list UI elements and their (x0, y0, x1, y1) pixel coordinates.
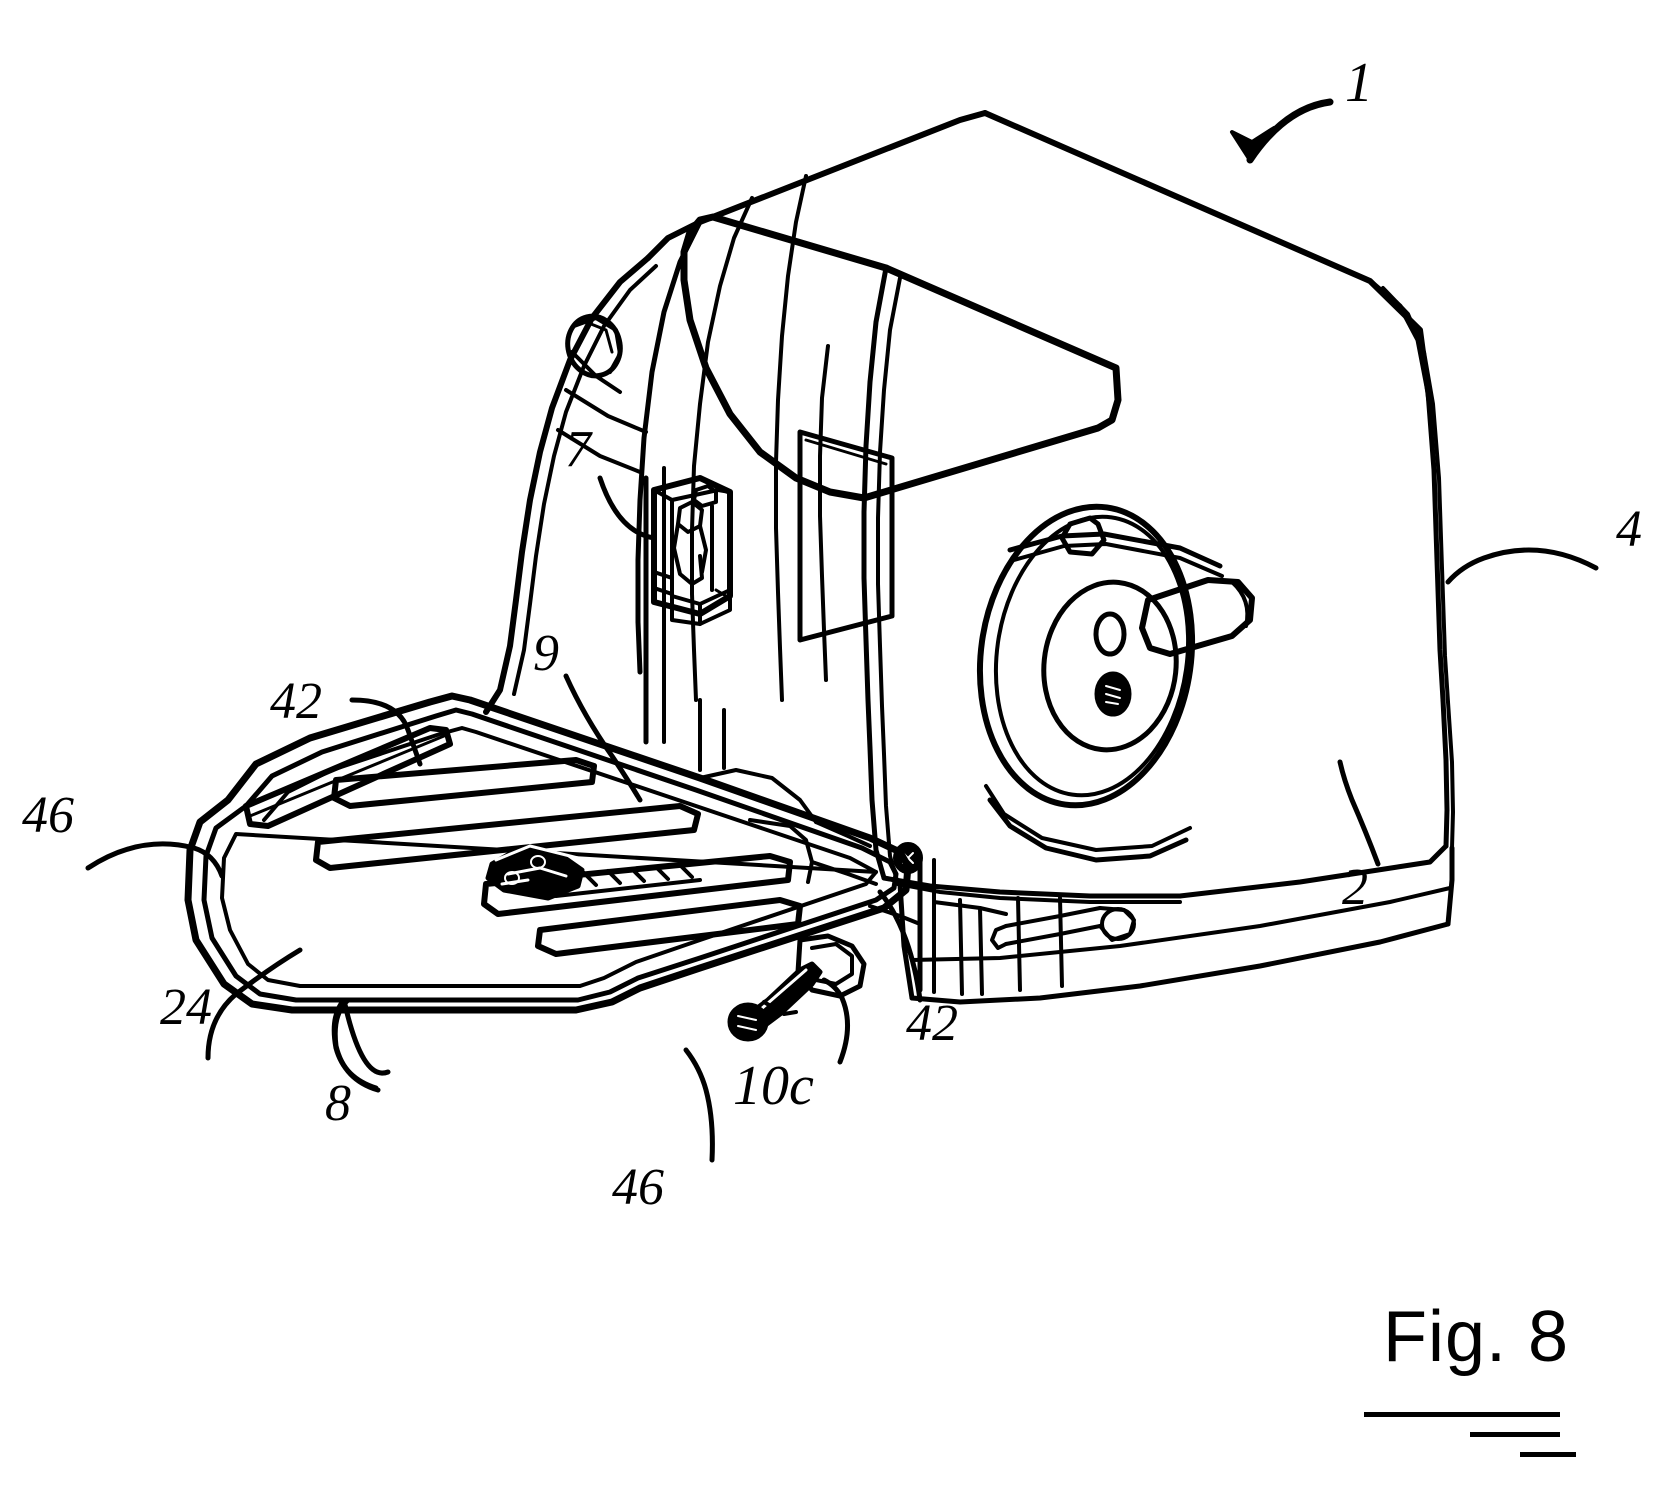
specimen-head (643, 466, 733, 772)
leader-lines (85, 98, 1599, 1163)
reference-label-1: 1 (1345, 52, 1373, 114)
lock-lever (727, 961, 823, 1042)
figure-caption-double-underline-lower (1520, 1452, 1576, 1457)
housing-hood (483, 110, 1455, 899)
handwheel (976, 503, 1255, 863)
reference-label-46-bottom: 46 (612, 1159, 664, 1216)
reference-label-4: 4 (1616, 501, 1642, 558)
figure-caption-underline (1364, 1412, 1560, 1417)
reference-label-9: 9 (533, 625, 559, 682)
reference-label-10c: 10c (733, 1055, 814, 1117)
reference-label-2: 2 (1342, 859, 1368, 916)
reference-label-8: 8 (325, 1075, 351, 1132)
reference-label-24: 24 (160, 979, 212, 1036)
front-tray (184, 692, 912, 1014)
tray-clamp-block (485, 844, 585, 901)
reference-label-42-upper-left: 42 (270, 673, 322, 730)
reference-label-42-right: 42 (906, 995, 958, 1052)
figure-caption: Fig. 8 (1383, 1297, 1570, 1377)
base-frame (868, 857, 1008, 996)
reference-label-46-left: 46 (22, 787, 74, 844)
reference-label-7: 7 (565, 421, 591, 478)
figure-caption-double-underline (1470, 1432, 1560, 1437)
